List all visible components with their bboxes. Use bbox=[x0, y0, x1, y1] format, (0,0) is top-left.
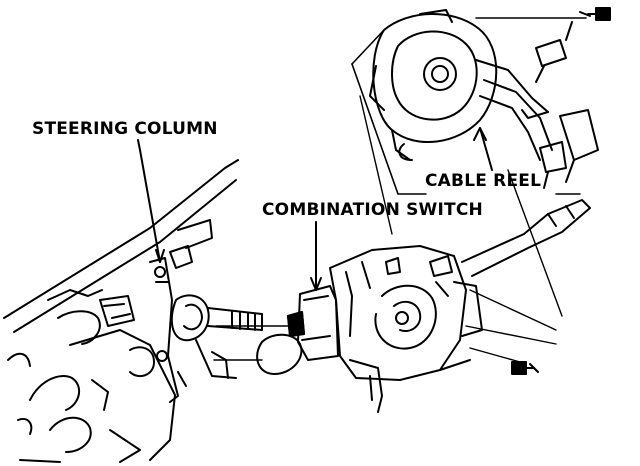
cable-reel-frame bbox=[351, 17, 587, 195]
bolt-icon bbox=[579, 7, 611, 21]
dashboard-housing bbox=[3, 159, 239, 463]
combination-switch-arrowhead bbox=[310, 277, 322, 291]
combination-switch-label: COMBINATION SWITCH bbox=[262, 200, 483, 220]
explode-guide-lines bbox=[213, 95, 563, 363]
steering-column-arrowhead bbox=[155, 249, 165, 263]
cable-reel-leader bbox=[479, 127, 493, 171]
cable-reel-label: CABLE REEL bbox=[425, 171, 542, 191]
cable-reel-arrowhead bbox=[473, 127, 487, 141]
steering-column-body bbox=[149, 257, 263, 403]
bolt-icon bbox=[511, 361, 539, 375]
connector-icon bbox=[287, 311, 305, 337]
cable-reel-body bbox=[369, 9, 599, 189]
combination-switch-body bbox=[256, 245, 483, 413]
steering-column-leader bbox=[137, 139, 161, 263]
steering-column-label: STEERING COLUMN bbox=[32, 119, 218, 139]
switch-stalk bbox=[461, 199, 591, 277]
